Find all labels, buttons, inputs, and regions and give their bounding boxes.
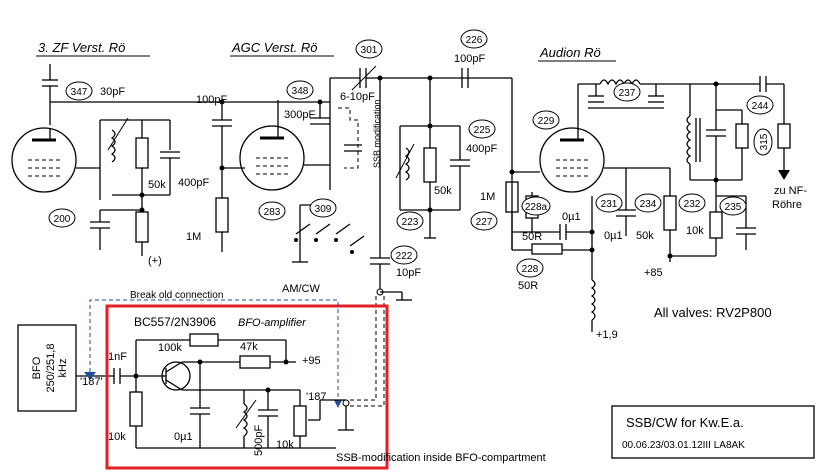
value-label: AM/CW bbox=[282, 283, 321, 295]
value-label: 50k bbox=[434, 185, 452, 197]
component-numbers: 347 348 301 226 225 229 237 244 315 200 … bbox=[48, 29, 774, 278]
value-label: 50R bbox=[518, 280, 538, 292]
bfo-label-line2: 250/251,8 bbox=[45, 344, 57, 393]
value-label: 1M bbox=[480, 191, 495, 203]
component-number: 309 bbox=[315, 204, 332, 215]
label-187-right: '187 bbox=[306, 391, 326, 403]
component-number: 301 bbox=[361, 45, 378, 56]
component-number: 283 bbox=[264, 207, 281, 218]
component-number: 237 bbox=[619, 88, 636, 99]
label-bfo-amplifier: BFO-amplifier bbox=[238, 317, 307, 329]
value-label: +1,9 bbox=[596, 329, 618, 341]
value-label: 0µ1 bbox=[174, 431, 193, 443]
value-label: 400pF bbox=[178, 177, 209, 189]
heading-zf: 3. ZF Verst. Rö bbox=[38, 40, 125, 55]
label-ssb-inside-bfo: SSB-modification inside BFO-compartment bbox=[336, 452, 546, 464]
value-label: 6-10pF bbox=[340, 91, 375, 103]
tube-283 bbox=[239, 125, 305, 191]
bfo-label-line1: BFO bbox=[31, 356, 43, 379]
value-label: 100pF bbox=[196, 94, 227, 106]
component-number: 228a bbox=[525, 202, 548, 213]
heading-audion: Audion Rö bbox=[539, 45, 601, 60]
bfo-label-line3: kHz bbox=[57, 359, 69, 378]
value-label: 0µ1 bbox=[604, 230, 623, 242]
value-label: 50k bbox=[148, 179, 166, 191]
component-number: 228 bbox=[522, 264, 539, 275]
value-label: zu NF- bbox=[774, 185, 807, 197]
component-values: 30pF 100pF 300pF 6-10pF 100pF 400pF 50k … bbox=[100, 53, 807, 341]
component-number: 347 bbox=[71, 87, 88, 98]
value-label: 1nF bbox=[108, 351, 127, 363]
component-number: 348 bbox=[292, 86, 309, 97]
value-label: +85 bbox=[644, 267, 663, 279]
component-number: 226 bbox=[466, 35, 483, 46]
label-ssb-modification: SSB modification bbox=[372, 99, 382, 168]
bfo-box bbox=[17, 324, 77, 412]
title-block-date: 00.06.23/03.01.12III LA8AK bbox=[622, 440, 745, 451]
heading-agc: AGC Verst. Rö bbox=[231, 40, 317, 55]
value-label: Röhre bbox=[772, 199, 802, 211]
value-label: 30pF bbox=[100, 86, 125, 98]
component-number: 244 bbox=[752, 101, 769, 112]
value-label: 400pF bbox=[466, 143, 497, 155]
value-label: 10k bbox=[276, 439, 294, 451]
component-number: 227 bbox=[476, 217, 493, 228]
label-transistor: BC557/2N3906 bbox=[134, 315, 216, 329]
tube-229 bbox=[539, 127, 605, 193]
value-label: 50R bbox=[522, 231, 542, 243]
value-label: 1M bbox=[186, 231, 201, 243]
value-label: 50k bbox=[636, 230, 654, 242]
value-label: 10k bbox=[686, 225, 704, 237]
value-label: 0µ1 bbox=[562, 211, 581, 223]
value-label: 300pF bbox=[284, 109, 315, 121]
tube-200 bbox=[11, 127, 77, 193]
value-label: (+) bbox=[148, 255, 162, 267]
component-number: 223 bbox=[402, 217, 419, 228]
component-number: 232 bbox=[684, 199, 701, 210]
label-break-old-connection: Break old connection bbox=[130, 290, 223, 301]
component-number: 200 bbox=[54, 214, 71, 225]
title-block bbox=[611, 405, 815, 459]
value-label: 100pF bbox=[454, 53, 485, 65]
value-label: 10k bbox=[108, 431, 126, 443]
value-label: 100k bbox=[158, 342, 182, 354]
label-all-valves: All valves: RV2P800 bbox=[654, 305, 772, 320]
component-number: 234 bbox=[640, 199, 657, 210]
value-label: 47k bbox=[240, 341, 258, 353]
bfo-amplifier-frame bbox=[105, 304, 389, 470]
component-number: 225 bbox=[474, 125, 491, 136]
component-number: 231 bbox=[601, 199, 618, 210]
value-label: 500pF bbox=[253, 425, 265, 456]
break-old-connection-route bbox=[89, 299, 339, 400]
value-label: +95 bbox=[302, 355, 321, 367]
label-187-left: '187' bbox=[80, 376, 103, 388]
component-number: 222 bbox=[396, 251, 413, 262]
title-block-title: SSB/CW for Kw.E.a. bbox=[626, 415, 744, 430]
component-number: 235 bbox=[725, 202, 742, 213]
value-label: 10pF bbox=[396, 267, 421, 279]
component-number: 315 bbox=[759, 133, 770, 150]
component-number: 229 bbox=[538, 116, 555, 127]
